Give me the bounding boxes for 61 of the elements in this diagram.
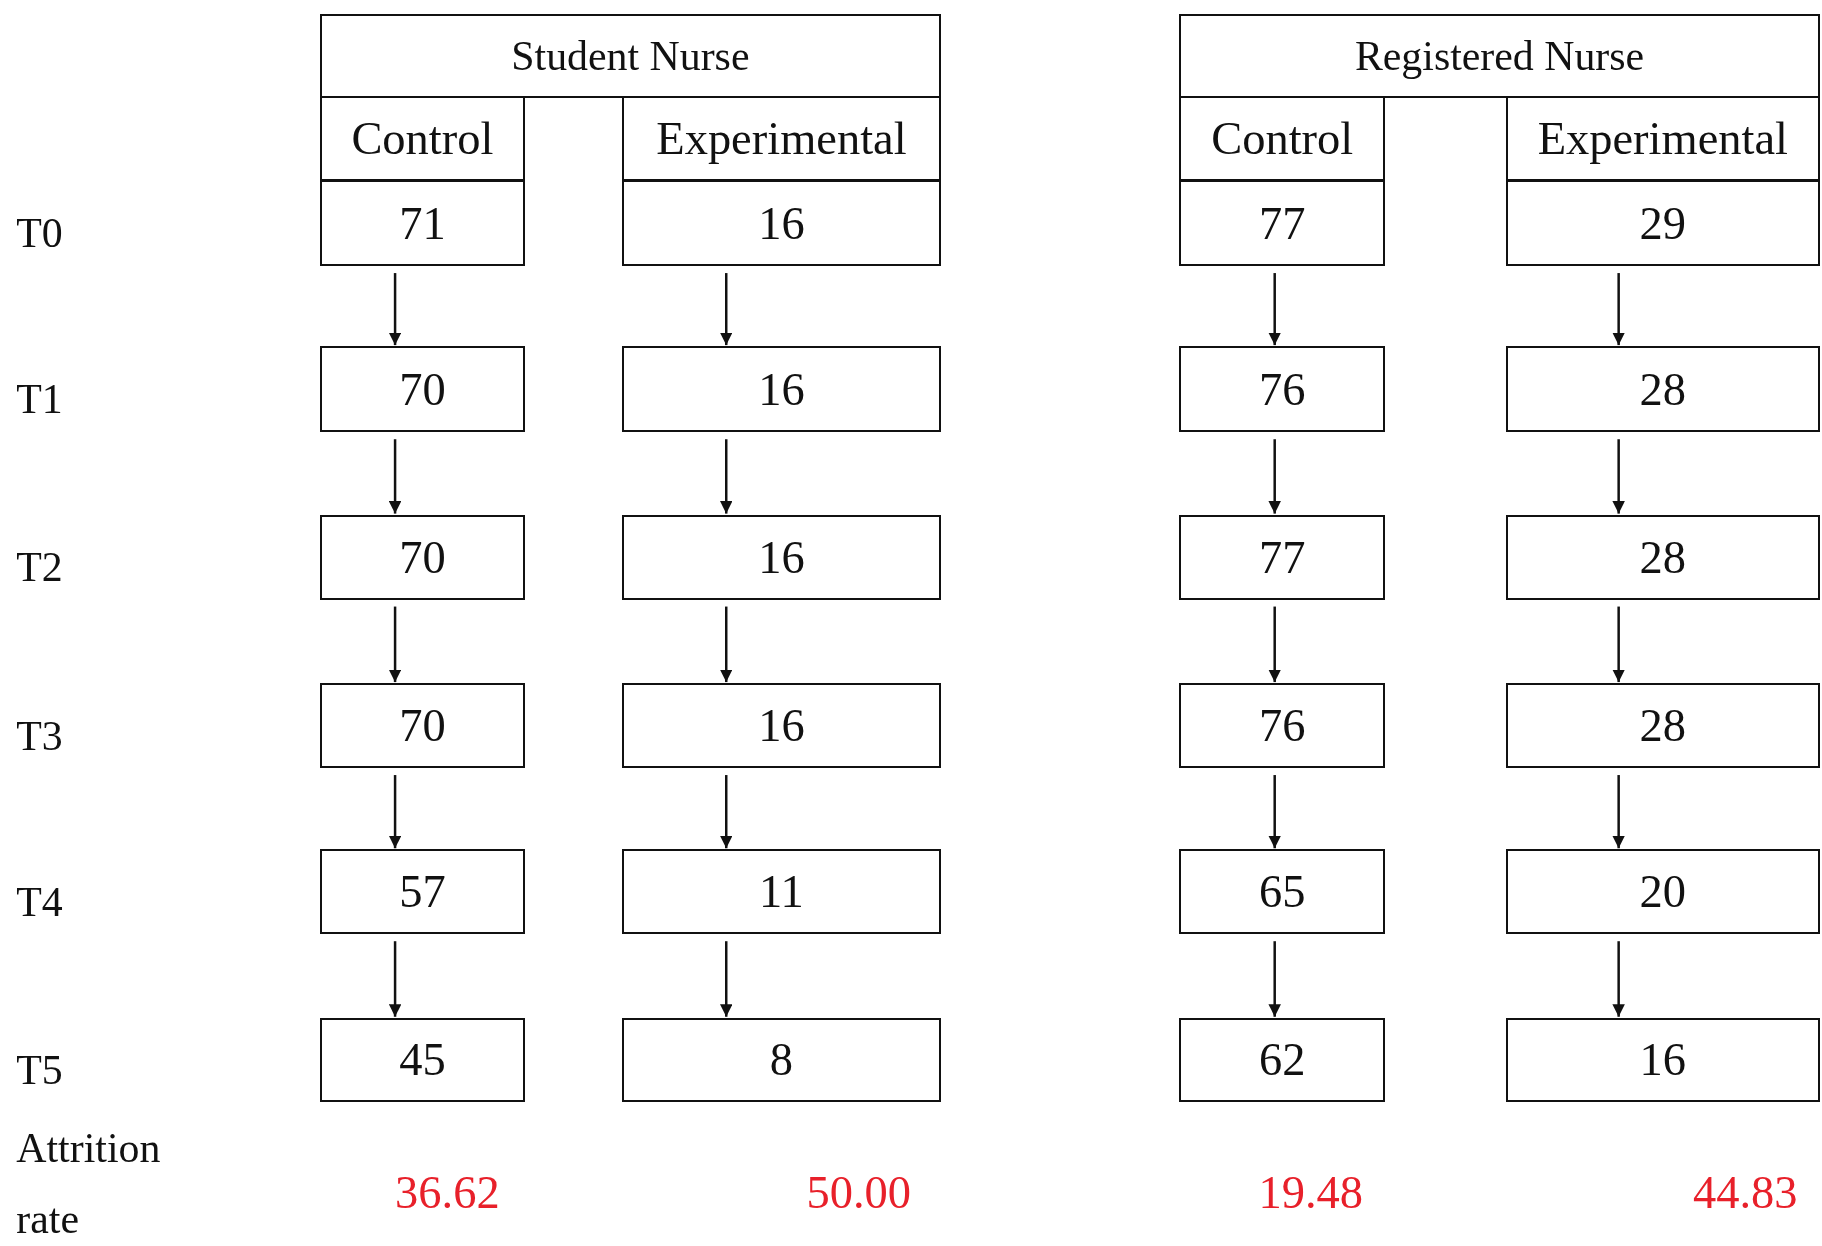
count-box: 11 [621, 849, 942, 935]
count-box: 16 [1505, 1017, 1820, 1102]
row-label: T0 [16, 208, 63, 258]
count-box: 76 [1179, 346, 1386, 433]
count-box: 77 [1179, 514, 1386, 600]
column-header: Experimental [621, 96, 942, 182]
arrow [1268, 606, 1281, 683]
count-box: 8 [621, 1017, 942, 1102]
count-box: 76 [1179, 683, 1386, 769]
row-label: Attrition rate [16, 1124, 162, 1245]
arrow [1612, 606, 1625, 683]
arrow [1612, 775, 1625, 849]
column-header: Control [1179, 96, 1386, 182]
arrow [1612, 941, 1625, 1017]
row-label: T5 [16, 1046, 63, 1096]
attrition-value: 44.83 [1693, 1165, 1798, 1220]
row-label: T1 [16, 374, 63, 424]
arrow [1268, 439, 1281, 514]
count-box: 28 [1505, 514, 1820, 600]
count-box: 70 [319, 346, 526, 433]
attrition-value: 19.48 [1258, 1165, 1363, 1220]
group-header: Student Nurse [319, 13, 942, 98]
count-box: 77 [1179, 180, 1386, 267]
count-box: 70 [319, 683, 526, 769]
row-label: T3 [16, 711, 63, 761]
count-box: 16 [621, 346, 942, 433]
count-box: 16 [621, 683, 942, 769]
arrow [720, 606, 733, 683]
count-box: 29 [1505, 180, 1820, 267]
arrow [388, 439, 402, 514]
arrow [1612, 273, 1625, 346]
row-label: T2 [16, 543, 63, 593]
arrow [1268, 775, 1281, 849]
count-box: 57 [319, 849, 526, 935]
arrow [720, 439, 733, 514]
count-box: 16 [621, 514, 942, 600]
arrow [720, 941, 733, 1017]
arrow [720, 775, 733, 849]
arrow [388, 273, 402, 346]
count-box: 28 [1505, 346, 1820, 433]
arrow [1612, 439, 1625, 514]
count-box: 71 [319, 180, 526, 267]
count-box: 20 [1505, 849, 1820, 935]
count-box: 28 [1505, 683, 1820, 769]
arrow [388, 775, 402, 849]
group-header: Registered Nurse [1179, 13, 1820, 98]
arrow [720, 273, 733, 346]
count-box: 65 [1179, 849, 1386, 935]
count-box: 70 [319, 514, 526, 600]
arrow [1268, 273, 1281, 346]
attrition-value: 50.00 [806, 1165, 911, 1220]
arrow [1268, 941, 1281, 1017]
column-header: Control [319, 96, 526, 182]
arrow [388, 941, 402, 1017]
attrition-value: 36.62 [395, 1165, 500, 1220]
column-header: Experimental [1505, 96, 1820, 182]
count-box: 45 [319, 1017, 526, 1102]
row-label: T4 [16, 877, 63, 927]
count-box: 16 [621, 180, 942, 267]
count-box: 62 [1179, 1017, 1386, 1102]
arrow [388, 606, 402, 683]
